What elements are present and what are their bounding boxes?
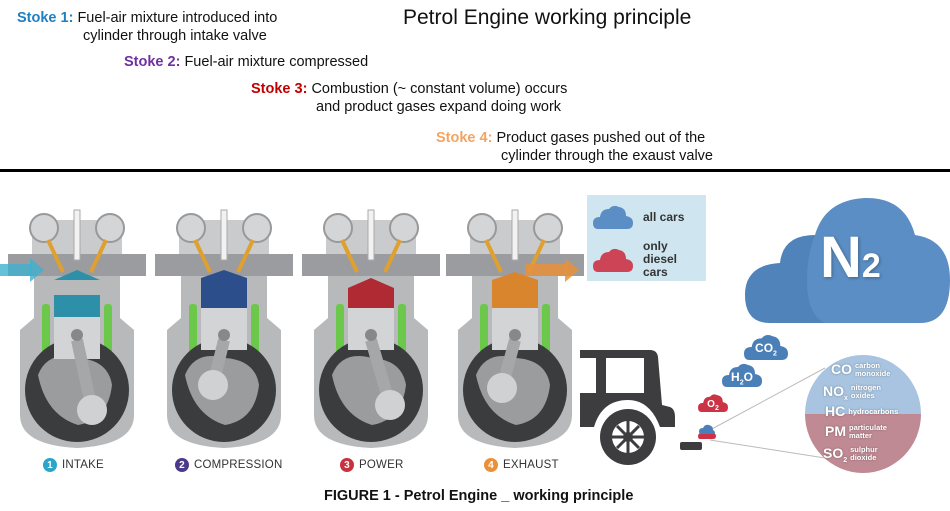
stage-number-badge: 1 — [43, 458, 57, 472]
pollutant-symbol: HC — [825, 403, 846, 419]
stroke-4-description: Stoke 4: Product gases pushed out of the… — [436, 129, 713, 165]
stage-name: COMPRESSION — [194, 459, 283, 471]
n2-label: N2 — [820, 225, 881, 290]
engine-cylinder-illustration — [155, 209, 293, 448]
legend-label: all cars — [643, 209, 685, 224]
stage-label-exhaust: 4 EXHAUST — [484, 458, 559, 472]
stage-name: EXHAUST — [503, 459, 559, 471]
cloud-formula: H2O — [731, 370, 753, 387]
stroke-4-label: Stoke 4: — [436, 130, 493, 146]
all-cars-section — [805, 355, 921, 414]
stage-number-badge: 2 — [175, 458, 189, 472]
legend-item-all-cars: all cars — [593, 204, 684, 230]
stroke-1-line2: cylinder through intake valve — [83, 28, 267, 44]
stroke-4-line2: cylinder through the exaust valve — [501, 148, 713, 164]
cloud-formula: CO2 — [755, 341, 777, 358]
stroke-1-line1: Fuel-air mixture introduced into — [77, 10, 278, 26]
stage-number-badge: 4 — [484, 458, 498, 472]
stage-number-badge: 3 — [340, 458, 354, 472]
intake-arrow-icon — [0, 258, 44, 282]
legend-item-diesel-cars: only diesel cars — [593, 240, 705, 279]
stage-label-intake: 1 INTAKE — [43, 458, 104, 472]
header-divider — [0, 169, 950, 172]
stroke-3-label: Stoke 3: — [251, 81, 308, 97]
truck-icon — [580, 350, 675, 465]
engine-intake — [8, 200, 146, 455]
engine-power — [302, 200, 440, 455]
n2-cloud-icon — [745, 197, 950, 323]
engine-exhaust — [446, 200, 584, 455]
pollutant-symbol: CO — [831, 361, 852, 377]
emission-cloud-h2o: H2O — [722, 362, 762, 392]
pollutant-symbol: PM — [825, 423, 846, 439]
exhaust-arrow-icon — [525, 258, 579, 282]
exhaust-pipe — [680, 442, 702, 450]
mini-clouds-icon — [698, 424, 716, 439]
diagram-title: Petrol Engine working principle — [403, 6, 692, 29]
engine-cylinder-illustration — [302, 209, 440, 448]
stroke-3-line2: and product gases expand doing work — [316, 99, 562, 115]
stroke-1-label: Stoke 1: — [17, 10, 74, 26]
stroke-3-description: Stoke 3: Combustion (~ constant volume) … — [251, 80, 567, 116]
cloud-icon — [593, 248, 633, 272]
stroke-4-line1: Product gases pushed out of the — [496, 130, 706, 146]
cloud-icon — [744, 335, 788, 360]
cloud-icon — [722, 363, 762, 387]
engine-cylinder-illustration — [446, 209, 584, 448]
pollutant-hc: HC hydrocarbons — [825, 403, 898, 422]
stage-label-compression: 2 COMPRESSION — [175, 458, 282, 472]
stroke-2-line1: Fuel-air mixture compressed — [184, 54, 369, 70]
stage-name: POWER — [359, 459, 404, 471]
pollutant-symbol: SO2 — [823, 445, 848, 464]
diesel-section — [805, 414, 921, 473]
pollutant-symbol: NOx — [823, 383, 848, 402]
stroke-3-line1: Combustion (~ constant volume) occurs — [311, 81, 568, 97]
cloud-icon — [593, 205, 633, 229]
cloud-icon — [698, 394, 728, 412]
cloud-formula: O2 — [707, 399, 719, 412]
emission-cloud-o2: O2 — [698, 393, 728, 417]
pollutant-description: hydrocarbons — [848, 407, 899, 417]
stage-label-power: 3 POWER — [340, 458, 403, 472]
stroke-2-description: Stoke 2: Fuel-air mixture compressed — [124, 53, 368, 71]
engine-compression — [155, 200, 293, 455]
figure-caption: FIGURE 1 - Petrol Engine _ working princ… — [324, 488, 634, 504]
emissions-legend: all cars only diesel cars — [587, 195, 706, 281]
legend-label: only diesel cars — [643, 239, 678, 279]
engine-cylinder-illustration — [8, 209, 146, 448]
stage-name: INTAKE — [62, 459, 104, 471]
emission-cloud-co2: CO2 — [744, 333, 788, 365]
stroke-1-description: Stoke 1: Fuel-air mixture introduced int… — [17, 9, 277, 45]
stroke-2-label: Stoke 2: — [124, 54, 181, 70]
